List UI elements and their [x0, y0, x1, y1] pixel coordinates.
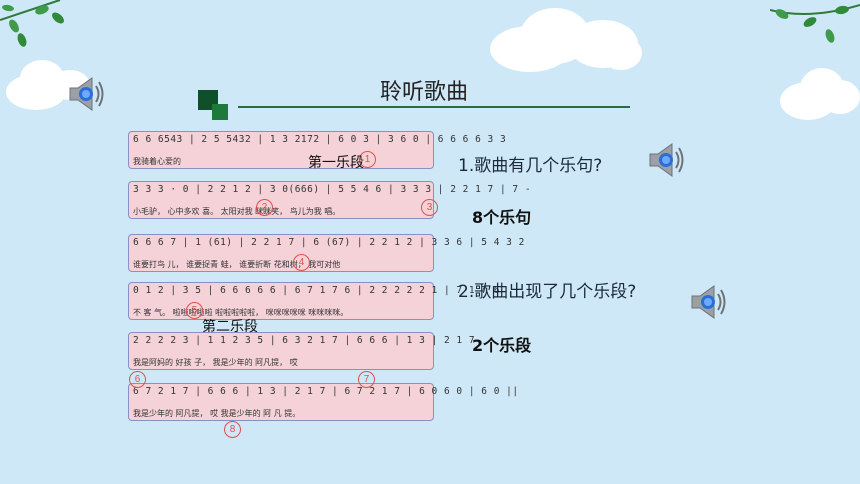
phrase-marker-5: 5 — [186, 302, 203, 319]
phrase-marker-3: 3 — [421, 199, 438, 216]
score-row-4: 0 1 2 | 3 5 | 6 6 6 6 6 | 6 7 1 7 6 | 2 … — [128, 282, 499, 320]
score-lyrics: 我是少年的 阿凡提， 哎 我是少年的 阿 凡 提。 — [133, 409, 301, 418]
leaf-icon-left — [0, 0, 64, 47]
answer-2: 2个乐段 — [472, 336, 532, 355]
question-2: 2.歌曲出现了几个乐段? — [458, 282, 637, 302]
score-notes: 2 2 2 2 3 | 1 1 2 3 5 | 6 3 2 1 7 | 6 6 … — [133, 335, 476, 346]
score-row-6: 6 7 2 1 7 | 6 6 6 | 1 3 | 2 1 7 | 6 7 2 … — [128, 383, 518, 421]
answer-1: 8个乐句 — [472, 208, 532, 227]
phrase-marker-8: 8 — [224, 421, 241, 438]
score-notes: 0 1 2 | 3 5 | 6 6 6 6 6 | 6 7 1 7 6 | 2 … — [133, 285, 500, 296]
phrase-marker-6: 6 — [129, 371, 146, 388]
phrase-marker-4: 4 — [293, 254, 310, 271]
score-lyrics: 我是阿妈的 好孩 子， 我是少年的 阿凡提， 哎 — [133, 358, 298, 367]
phrase-marker-2: 2 — [256, 199, 273, 216]
score-notes: 6 6 6543 | 2 5 5432 | 1 3 2172 | 6 0 3 |… — [133, 134, 507, 145]
question-1: 1.歌曲有几个乐句? — [458, 156, 603, 176]
score-notes: 3 3 3 · 0 | 2 2 1 2 | 3 0(666) | 5 5 4 6… — [133, 184, 532, 195]
score-lyrics: 不 客 气。 啦啦啦啦啦 啦啦啦啦啦， 咪咪咪咪咪 咪咪咪咪。 — [133, 308, 349, 317]
page-title: 聆听歌曲 — [380, 80, 469, 105]
score-row-3: 6 6 6 7 | 1 (61) | 2 2 1 7 | 6 (67) | 2 … — [128, 234, 524, 272]
score-row-5: 2 2 2 2 3 | 1 1 2 3 5 | 6 3 2 1 7 | 6 6 … — [128, 332, 475, 370]
score-notes: 6 7 2 1 7 | 6 6 6 | 1 3 | 2 1 7 | 6 7 2 … — [133, 386, 519, 397]
score-lyrics: 谁要打鸟 儿， 谁要捉青 蛙， 谁要折断 花和树， 我可对他 — [133, 260, 341, 269]
section-label-first: 第一乐段 — [308, 155, 364, 171]
speaker-icon-q2[interactable] — [688, 282, 728, 322]
title-mark-accent — [212, 104, 228, 120]
score-row-2: 3 3 3 · 0 | 2 2 1 2 | 3 0(666) | 5 5 4 6… — [128, 181, 531, 219]
score-row-1: 6 6 6543 | 2 5 5432 | 1 3 2172 | 6 0 3 |… — [128, 131, 506, 169]
phrase-marker-7: 7 — [358, 371, 375, 388]
speaker-icon[interactable] — [66, 74, 106, 114]
phrase-marker-1: 1 — [359, 151, 376, 168]
score-notes: 6 6 6 7 | 1 (61) | 2 2 1 7 | 6 (67) | 2 … — [133, 237, 525, 248]
leaf-icon-right — [770, 4, 860, 43]
score-lyrics: 小毛驴， 心中多欢 喜。 太阳对我 眯眯笑， 鸟儿为我 唱。 — [133, 207, 341, 216]
title-underline — [238, 106, 630, 108]
speaker-icon-q1[interactable] — [646, 140, 686, 180]
score-lyrics: 我骑着心爱的 — [133, 157, 181, 166]
section-label-second: 第二乐段 — [202, 319, 258, 335]
